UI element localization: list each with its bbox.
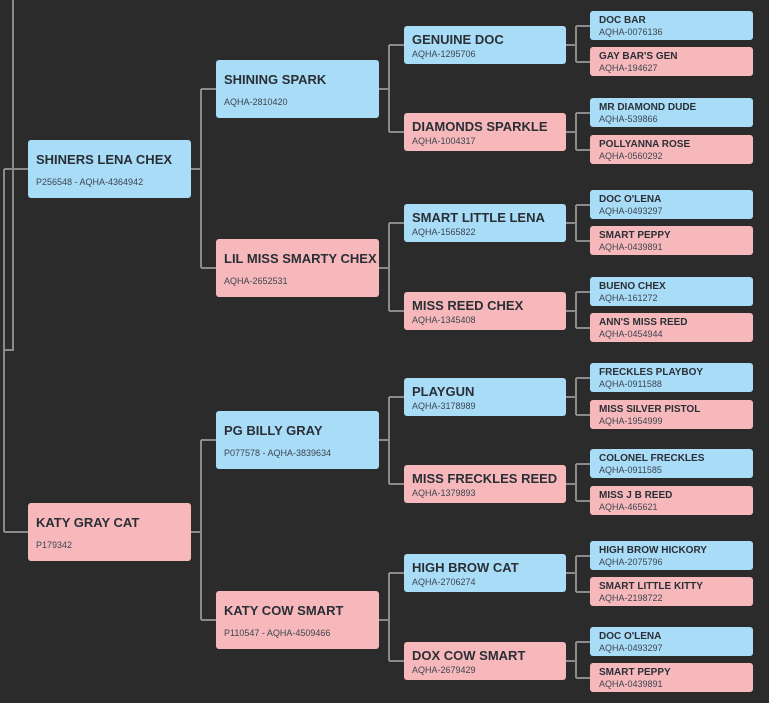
registration-number: AQHA-0454944: [599, 328, 663, 339]
horse-name: MISS FRECKLES REED: [412, 470, 558, 486]
registration-number: AQHA-0493297: [599, 642, 663, 653]
registration-number: AQHA-1345408: [412, 314, 476, 325]
great-grandsire-node[interactable]: SMART LITTLE LENA AQHA-1565822: [404, 204, 566, 242]
horse-name: SMART PEPPY: [599, 229, 671, 241]
horse-name: GENUINE DOC: [412, 31, 504, 47]
horse-name: KATY GRAY CAT: [36, 514, 140, 530]
registration-number: AQHA-1379893: [412, 487, 476, 498]
registration-number: AQHA-1004317: [412, 135, 476, 146]
registration-number: P110547 - AQHA-4509466: [224, 627, 331, 638]
ancestor-node[interactable]: DOC BAR AQHA-0076136: [590, 11, 753, 40]
ancestor-node[interactable]: FRECKLES PLAYBOY AQHA-0911588: [590, 363, 753, 392]
registration-number: AQHA-2652531: [224, 275, 288, 286]
ancestor-node[interactable]: COLONEL FRECKLES AQHA-0911585: [590, 449, 753, 478]
horse-name: HIGH BROW HICKORY: [599, 544, 707, 556]
ancestor-node[interactable]: MISS SILVER PISTOL AQHA-1954999: [590, 400, 753, 429]
registration-number: P179342: [36, 539, 73, 550]
horse-name: ANN'S MISS REED: [599, 316, 688, 328]
grandsire-node[interactable]: SHINING SPARK AQHA-2810420: [216, 60, 379, 118]
horse-name: PG BILLY GRAY: [224, 422, 323, 438]
ancestor-node[interactable]: HIGH BROW HICKORY AQHA-2075796: [590, 541, 753, 570]
horse-name: MISS J B REED: [599, 489, 673, 501]
registration-number: AQHA-2198722: [599, 592, 663, 603]
great-granddam-node[interactable]: MISS FRECKLES REED AQHA-1379893: [404, 465, 566, 503]
horse-name: SMART LITTLE LENA: [412, 209, 545, 225]
horse-name: KATY COW SMART: [224, 602, 344, 618]
horse-name: SMART LITTLE KITTY: [599, 580, 703, 592]
registration-number: AQHA-539866: [599, 113, 658, 124]
registration-number: AQHA-0439891: [599, 241, 663, 252]
horse-name: POLLYANNA ROSE: [599, 138, 691, 150]
horse-name: LIL MISS SMARTY CHEX: [224, 250, 377, 266]
registration-number: AQHA-1295706: [412, 48, 476, 59]
horse-name: DOC O'LENA: [599, 193, 662, 205]
registration-number: AQHA-0911585: [599, 464, 662, 475]
registration-number: AQHA-3178989: [412, 400, 476, 411]
great-grandsire-node[interactable]: GENUINE DOC AQHA-1295706: [404, 26, 566, 64]
granddam-node[interactable]: LIL MISS SMARTY CHEX AQHA-2652531: [216, 239, 379, 297]
horse-name: DIAMONDS SPARKLE: [412, 118, 548, 134]
sire-node[interactable]: SHINERS LENA CHEX P256548 - AQHA-4364942: [28, 140, 191, 198]
ancestor-node[interactable]: MISS J B REED AQHA-465621: [590, 486, 753, 515]
ancestor-node[interactable]: POLLYANNA ROSE AQHA-0560292: [590, 135, 753, 164]
registration-number: P077578 - AQHA-3839634: [224, 447, 332, 458]
registration-number: AQHA-1565822: [412, 226, 476, 237]
horse-name: BUENO CHEX: [599, 280, 666, 292]
ancestor-node[interactable]: ANN'S MISS REED AQHA-0454944: [590, 313, 753, 342]
horse-name: DOC BAR: [599, 14, 646, 26]
registration-number: AQHA-465621: [599, 501, 658, 512]
horse-name: PLAYGUN: [412, 383, 475, 399]
registration-number: AQHA-0439891: [599, 678, 663, 689]
ancestor-node[interactable]: SMART PEPPY AQHA-0439891: [590, 663, 753, 692]
registration-number: AQHA-0076136: [599, 26, 663, 37]
registration-number: AQHA-161272: [599, 292, 658, 303]
horse-name: GAY BAR'S GEN: [599, 50, 678, 62]
registration-number: AQHA-194627: [599, 62, 658, 73]
horse-name: COLONEL FRECKLES: [599, 452, 705, 464]
horse-name: MISS SILVER PISTOL: [599, 403, 701, 415]
great-grandsire-node[interactable]: HIGH BROW CAT AQHA-2706274: [404, 554, 566, 592]
great-grandsire-node[interactable]: PLAYGUN AQHA-3178989: [404, 378, 566, 416]
horse-name: SHINING SPARK: [224, 71, 327, 87]
registration-number: AQHA-0911588: [599, 378, 662, 389]
granddam-node[interactable]: KATY COW SMART P110547 - AQHA-4509466: [216, 591, 379, 649]
ancestor-node[interactable]: DOC O'LENA AQHA-0493297: [590, 627, 753, 656]
registration-number: AQHA-2706274: [412, 576, 476, 587]
ancestor-node[interactable]: DOC O'LENA AQHA-0493297: [590, 190, 753, 219]
ancestor-node[interactable]: SMART PEPPY AQHA-0439891: [590, 226, 753, 255]
registration-number: AQHA-1954999: [599, 415, 663, 426]
horse-name: DOX COW SMART: [412, 647, 526, 663]
ancestor-node[interactable]: GAY BAR'S GEN AQHA-194627: [590, 47, 753, 76]
horse-name: SMART PEPPY: [599, 666, 671, 678]
registration-number: AQHA-2679429: [412, 664, 476, 675]
horse-name: MR DIAMOND DUDE: [599, 101, 697, 113]
ancestor-node[interactable]: SMART LITTLE KITTY AQHA-2198722: [590, 577, 753, 606]
ancestor-node[interactable]: MR DIAMOND DUDE AQHA-539866: [590, 98, 753, 127]
great-granddam-node[interactable]: MISS REED CHEX AQHA-1345408: [404, 292, 566, 330]
registration-number: AQHA-2075796: [599, 556, 663, 567]
registration-number: AQHA-0493297: [599, 205, 663, 216]
dam-node[interactable]: KATY GRAY CAT P179342: [28, 503, 191, 561]
great-granddam-node[interactable]: DOX COW SMART AQHA-2679429: [404, 642, 566, 680]
registration-number: P256548 - AQHA-4364942: [36, 176, 144, 187]
grandsire-node[interactable]: PG BILLY GRAY P077578 - AQHA-3839634: [216, 411, 379, 469]
registration-number: AQHA-0560292: [599, 150, 663, 161]
horse-name: MISS REED CHEX: [412, 297, 524, 313]
connector-line: [4, 0, 14, 351]
horse-name: DOC O'LENA: [599, 630, 662, 642]
ancestor-node[interactable]: BUENO CHEX AQHA-161272: [590, 277, 753, 306]
horse-name: SHINERS LENA CHEX: [36, 151, 173, 167]
horse-name: FRECKLES PLAYBOY: [599, 366, 704, 378]
great-granddam-node[interactable]: DIAMONDS SPARKLE AQHA-1004317: [404, 113, 566, 151]
horse-name: HIGH BROW CAT: [412, 559, 519, 575]
registration-number: AQHA-2810420: [224, 96, 288, 107]
